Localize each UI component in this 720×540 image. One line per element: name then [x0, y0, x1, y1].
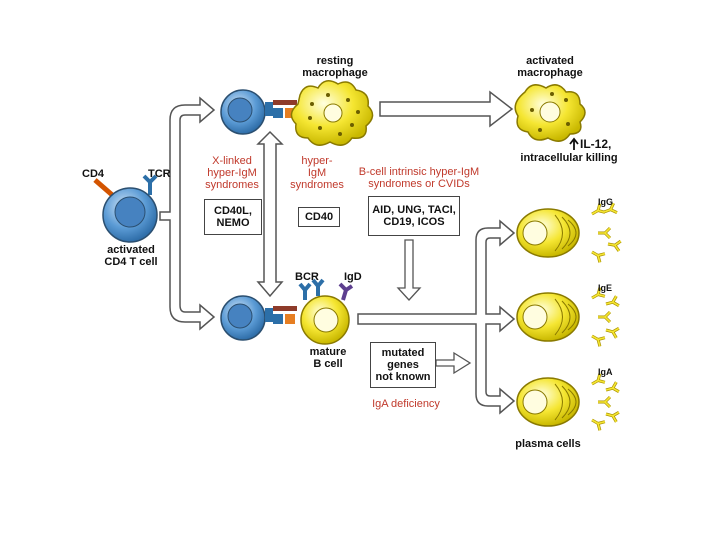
cd40-box: CD40	[298, 207, 340, 227]
igd-label: IgD	[344, 271, 362, 283]
plasma-cell-ige-nucleus-icon	[522, 304, 548, 330]
activated-macrophage-granules-icon	[530, 92, 570, 132]
igg-antibodies-icon	[588, 201, 623, 264]
iga-label: IgA	[598, 367, 613, 377]
plasma-cell-igg	[516, 208, 580, 258]
bcr-receptor-icon	[298, 282, 312, 300]
lower-tcr-icon	[265, 308, 273, 322]
intracellular-killing-label: intracellular killing	[520, 152, 618, 164]
t-cell-nucleus-icon	[114, 196, 146, 228]
ige-antibodies-icon	[588, 286, 621, 348]
bcr-label: BCR	[295, 271, 319, 283]
tcr-receptor-icon	[142, 174, 158, 195]
activated-t-cell	[93, 174, 158, 243]
branch-arrow-icon	[159, 96, 216, 331]
upper-t-cell	[220, 89, 297, 135]
aid-down-arrow-icon	[396, 239, 422, 301]
lower-t-cell-nucleus-icon	[227, 303, 253, 329]
resting-macrophage-nucleus-icon	[323, 103, 343, 123]
il12-label: IL-12,	[580, 137, 612, 151]
lower-cd40l-icon	[273, 306, 297, 311]
cd4-label: CD4	[82, 168, 105, 180]
plasma-cell-igg-nucleus-icon	[522, 220, 548, 246]
plasma-cell-ige-er-icon	[554, 298, 577, 336]
igd-receptor-icon	[338, 282, 354, 301]
plasma-cells-label: plasma cells	[515, 438, 581, 450]
b-cell-nucleus-icon	[313, 307, 339, 333]
plasma-cell-iga-er-icon	[554, 383, 577, 421]
iga-deficiency-label: IgA deficiency	[372, 398, 440, 410]
upper-mhc-icon	[273, 108, 283, 118]
ige-label: IgE	[598, 283, 613, 293]
lower-mhc-icon	[273, 314, 283, 324]
plasma-cell-iga-nucleus-icon	[522, 389, 548, 415]
il12-arrow-icon	[569, 137, 579, 150]
upper-cd40l-icon	[273, 100, 297, 105]
upper-tcr-icon	[265, 102, 273, 116]
activated-macrophage-nucleus-icon	[539, 101, 561, 123]
upper-cd40-icon	[285, 108, 295, 118]
b-cell-to-plasma-arrow-icon	[357, 219, 516, 415]
aid-list-box: AID, UNG, TACI,CD19, ICOS	[368, 196, 460, 236]
mutated-genes-arrow-icon	[435, 351, 472, 375]
t-cell-branch-arrows	[159, 96, 216, 331]
lower-cd40-icon	[285, 314, 295, 324]
iga-antibodies-icon	[588, 372, 621, 432]
plasma-cell-iga	[516, 377, 580, 427]
resting-macrophage-granules-icon	[308, 93, 360, 136]
double-vertical-arrow-icon	[256, 130, 284, 298]
upper-t-cell-nucleus-icon	[227, 97, 253, 123]
plasma-cell-ige	[516, 292, 580, 342]
tcr-label: TCR	[148, 168, 171, 180]
igg-label: IgG	[598, 197, 613, 207]
cd40l-nemo-box: CD40L,NEMO	[204, 199, 262, 235]
lower-t-cell	[220, 295, 297, 341]
plasma-cell-igg-er-icon	[554, 214, 577, 252]
macrophage-activation-arrow-icon	[379, 90, 514, 128]
bcr-receptor-2-icon	[311, 278, 325, 296]
